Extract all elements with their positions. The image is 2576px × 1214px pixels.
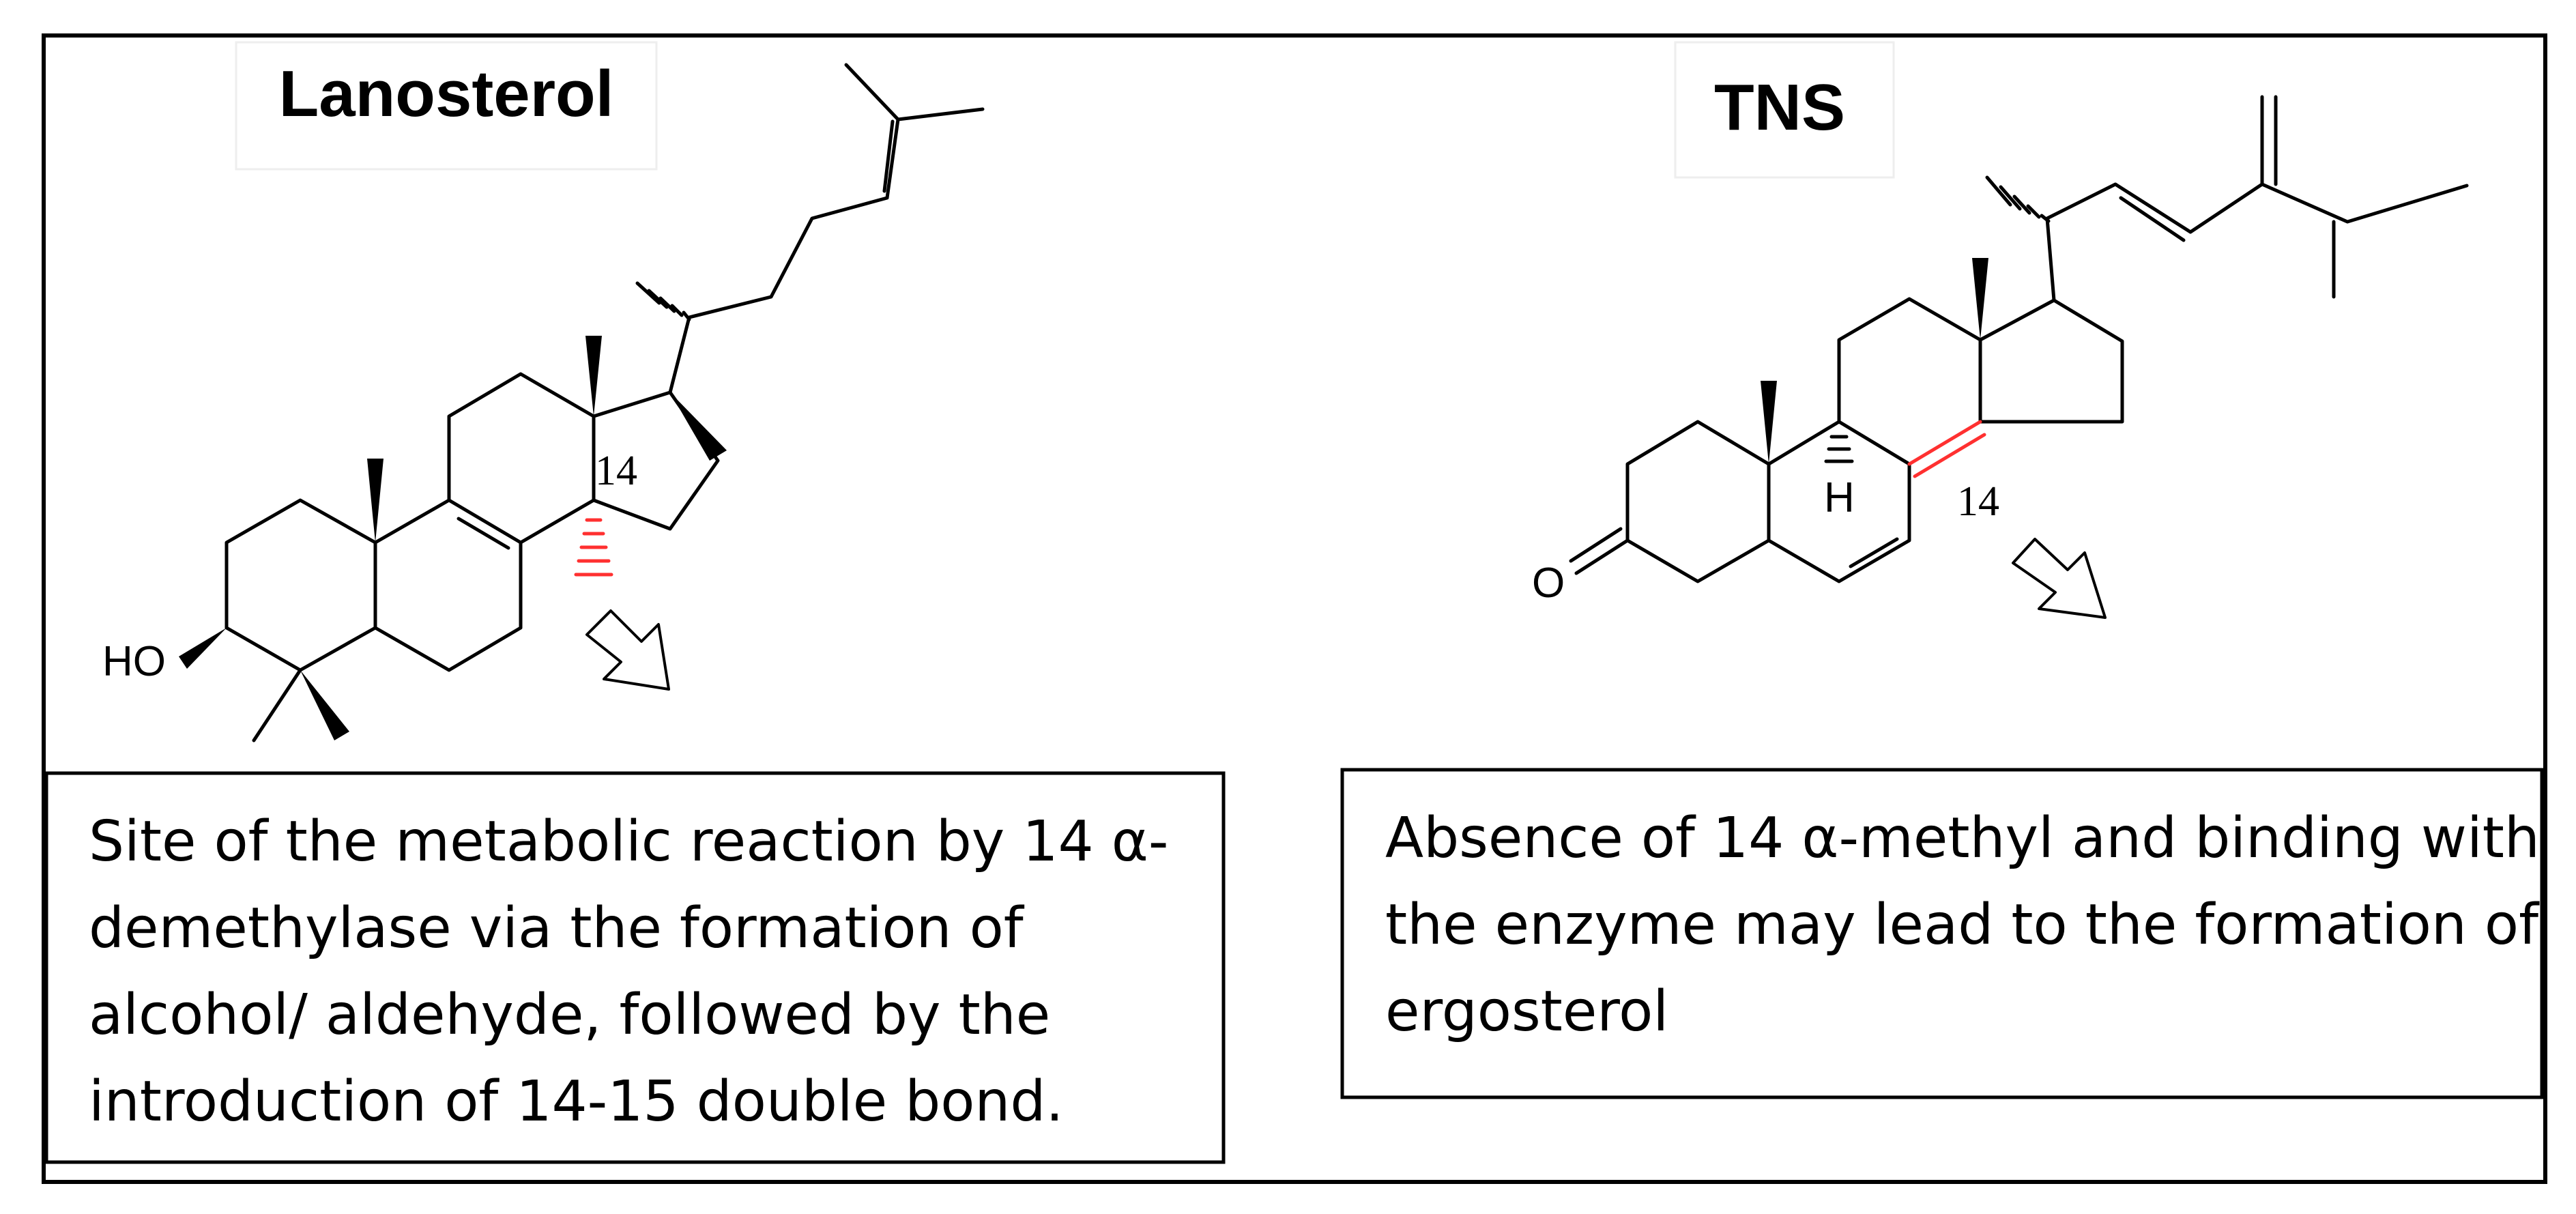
lanosterol-c4-methyl — [252, 668, 302, 742]
lanosterol-c10-methyl-wedge — [367, 459, 383, 543]
tns-ring-b — [1767, 420, 1911, 583]
lanosterol-locant-14: 14 — [595, 448, 637, 494]
tns-ketone-double-bond — [1569, 527, 1623, 563]
tns-caption-line: Absence of 14 α-methyl and binding with — [1385, 806, 2540, 871]
tns-title: TNS — [1714, 71, 1845, 144]
lanosterol-wedges — [179, 336, 727, 740]
lanosterol-caption-line: introduction of 14-15 double bond. — [89, 1069, 1064, 1134]
tns-wedges — [1761, 258, 1988, 464]
tns-caption-line: the enzyme may lead to the formation of — [1385, 893, 2538, 957]
lanosterol-caption-line: demethylase via the formation of — [89, 896, 1024, 961]
lanosterol-title-box — [235, 41, 658, 171]
tns-ring-a — [1625, 420, 1771, 583]
lanosterol-ring-a — [225, 498, 377, 672]
lanosterol-side-chain — [668, 63, 900, 394]
tns-delta-8-14-double-bond — [1907, 420, 1986, 478]
tns-structure — [1569, 95, 2469, 583]
tns-hydrogen-label: H — [1824, 474, 1855, 521]
lanosterol-hydroxyl-label: HO — [102, 638, 166, 685]
tns-title-box — [1674, 41, 1895, 179]
lanosterol-caption: Site of the metabolic reaction by 14 α- … — [89, 798, 1168, 1145]
tns-locant-14: 14 — [1957, 478, 1999, 525]
lanosterol-ring-b-double-bond — [457, 517, 510, 550]
lanosterol-ring-c — [447, 372, 596, 545]
tns-side-chain — [2045, 182, 2469, 302]
lanosterol-caption-line: Site of the metabolic reaction by 14 α- — [89, 809, 1169, 874]
lanosterol-c14-methyl-hashes — [574, 518, 613, 577]
tns-caption-box — [1340, 768, 2544, 1099]
tns-c13-methyl-wedge — [1972, 258, 1988, 340]
tns-side-chain-methyl-hashes — [1985, 175, 2051, 223]
tns-side-chain-double-bond — [2119, 196, 2186, 242]
tns-c10-methyl-wedge — [1761, 381, 1777, 464]
lanosterol-c4-methyl-wedge — [300, 670, 349, 740]
tns-caption: Absence of 14 α-methyl and binding with … — [1385, 795, 2540, 1055]
lanosterol-hashes — [635, 281, 691, 321]
tns-ketone-bond — [1574, 538, 1630, 575]
tns-reaction-arrow-icon — [2012, 538, 2107, 619]
tns-ring-c — [1837, 297, 1982, 424]
tns-caption-line: ergosterol — [1385, 979, 1669, 1044]
lanosterol-ring-d — [592, 390, 720, 531]
lanosterol-reaction-arrow-icon — [585, 609, 670, 691]
lanosterol-title: Lanosterol — [279, 57, 614, 130]
lanosterol-ring-b — [373, 498, 523, 672]
outer-frame — [42, 33, 2547, 1184]
tns-oxygen-label: O — [1532, 560, 1565, 607]
lanosterol-terminal-methyl — [896, 107, 985, 121]
lanosterol-caption-line: alcohol/ aldehyde, followed by the — [89, 983, 1051, 1047]
lanosterol-hydroxyl-wedge — [179, 628, 227, 669]
tns-c9-hydrogen-hashes — [1824, 435, 1854, 463]
tns-ring-b-double-bond — [1849, 537, 1899, 568]
lanosterol-c13-methyl-wedge — [585, 336, 602, 416]
tns-ring-d — [1978, 298, 2124, 424]
lanosterol-side-chain-double-bond — [882, 119, 895, 193]
lanosterol-c17-wedge — [670, 392, 727, 461]
lanosterol-structure — [225, 63, 985, 742]
lanosterol-caption-box — [44, 771, 1226, 1164]
